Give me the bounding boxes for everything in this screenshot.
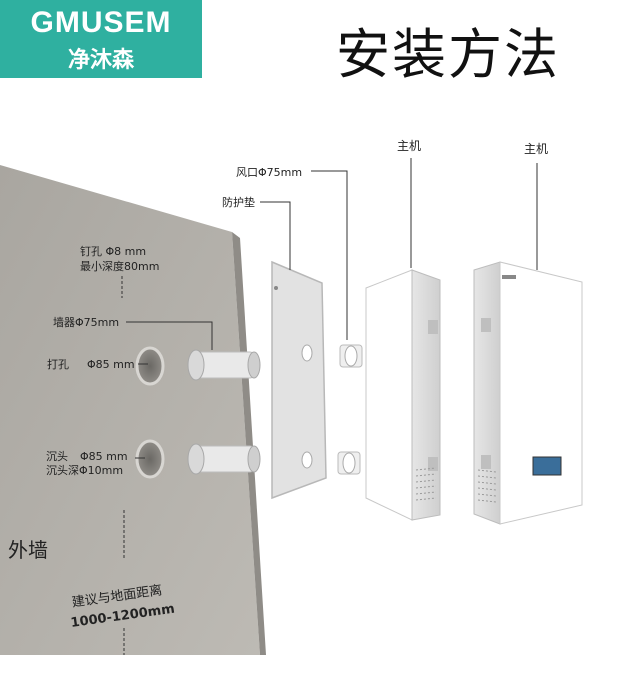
label-wall-pipe: 墙器Φ75mm <box>53 315 119 329</box>
outer-wall-edge <box>232 232 266 655</box>
leader-guard-pad <box>260 201 291 270</box>
control-screen <box>532 456 562 476</box>
brand-name-cn: 净沐森 <box>67 48 134 73</box>
vent-cap-lower <box>337 451 361 475</box>
guard-pad-hole-upper <box>301 344 313 362</box>
brand-name-en: GMUSEM <box>30 6 172 39</box>
main-unit-rear <box>365 269 441 521</box>
guard-pad-hole-lower <box>301 451 313 469</box>
guard-pad-panel <box>271 260 327 500</box>
label-guard-pad: 防护垫 <box>222 195 255 209</box>
label-sink-1: 沉头 <box>46 450 68 463</box>
label-nail-hole-1: 钉孔 Φ8 mm <box>80 245 146 258</box>
outer-wall-surface <box>0 165 260 655</box>
leader-vent <box>311 170 348 340</box>
brand-logo-block: GMUSEM 净沐森 <box>0 0 202 78</box>
label-drill-size: Φ85 mm <box>87 358 135 371</box>
drill-hole-lower <box>135 439 165 479</box>
vent-cap-upper <box>339 344 363 368</box>
leader-wall-pipe <box>126 321 213 350</box>
main-unit-front <box>473 261 583 525</box>
label-vent: 风口Φ75mm <box>236 166 302 179</box>
vent-grille-front <box>477 469 497 503</box>
page-title: 安装方法 <box>336 23 560 86</box>
label-main-unit-1: 主机 <box>397 139 421 153</box>
wall-pipe-lower <box>187 443 261 475</box>
label-outer-wall: 外墙 <box>8 538 48 562</box>
label-nail-hole-2: 最小深度80mm <box>80 259 159 273</box>
label-main-unit-2: 主机 <box>524 142 548 156</box>
drill-hole-upper <box>135 346 165 386</box>
label-sink-2: 沉头深Φ10mm <box>46 464 123 477</box>
vent-grille-rear <box>415 467 437 501</box>
guard-pad-nail-hole <box>274 286 278 290</box>
label-drill: 打孔 <box>47 357 69 371</box>
wall-pipe-upper <box>187 349 261 381</box>
label-sink-1-size: Φ85 mm <box>80 450 128 463</box>
